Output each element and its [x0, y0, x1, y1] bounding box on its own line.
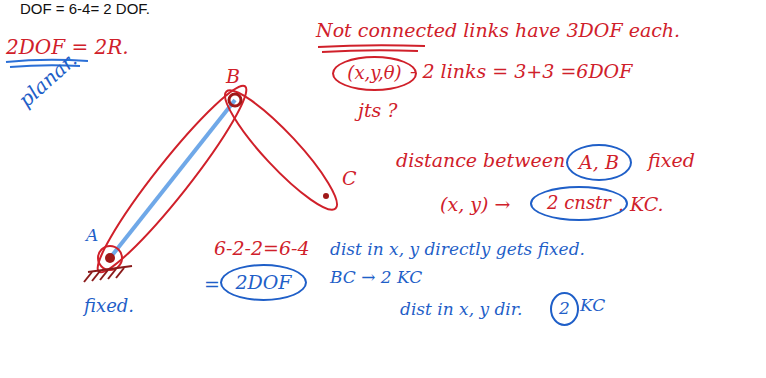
- circled-note: 2 cnstr: [530, 186, 628, 221]
- handwritten-note: A: [86, 226, 98, 246]
- joint-a: [105, 253, 115, 263]
- circled-note: (x,y,θ): [332, 56, 417, 91]
- circled-text: A, B: [579, 152, 619, 174]
- handwritten-note: =: [204, 274, 220, 296]
- circled-note: A, B: [566, 144, 632, 181]
- circled-note: 2: [550, 292, 579, 326]
- handwritten-note: - 2 links = 3+3 =6DOF: [410, 61, 632, 83]
- handwritten-note: KC: [580, 296, 605, 316]
- ground-hatch: [84, 266, 132, 282]
- underline: [318, 45, 425, 52]
- handwritten-note: fixed: [648, 150, 695, 172]
- handwritten-note: Not connected links have 3DOF each.: [316, 20, 680, 42]
- handwritten-note: dist in x, y directly gets fixed.: [330, 240, 585, 260]
- point-c: [323, 193, 329, 199]
- circled-text: (x,y,θ): [347, 63, 401, 84]
- handwritten-note: C: [342, 168, 357, 190]
- handwritten-note: (x, y) →: [440, 194, 510, 216]
- handwritten-note: jts ?: [358, 100, 398, 122]
- joint-a-ring: [98, 246, 122, 270]
- handwritten-note: B: [226, 66, 240, 88]
- link-axis: [110, 100, 235, 258]
- link-bc: [214, 80, 348, 220]
- circled-text: 2DOF: [235, 272, 291, 294]
- handwritten-note: DOF = 6-4= 2 DOF.: [20, 0, 150, 17]
- handwritten-note: BC → 2 KC: [330, 268, 422, 288]
- joint-b: [229, 94, 241, 106]
- handwritten-note: fixed.: [84, 296, 134, 317]
- circled-text: 2 cnstr: [547, 193, 611, 214]
- handwritten-note: . KC.: [618, 194, 664, 216]
- handwritten-note: distance between: [396, 150, 565, 172]
- circled-text: 2: [559, 299, 570, 319]
- handwritten-note: dist in x, y dir.: [400, 300, 522, 320]
- circled-note: 2DOF: [220, 264, 307, 301]
- handwritten-note: 6-2-2=6-4: [214, 238, 310, 260]
